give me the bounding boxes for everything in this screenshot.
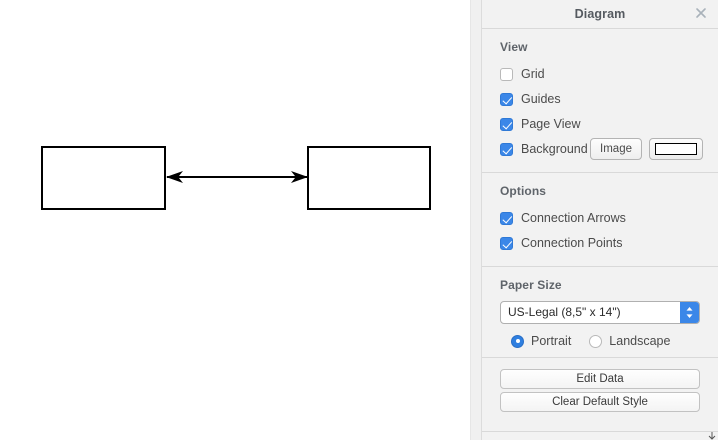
chevron-up-down-icon[interactable] bbox=[680, 302, 699, 323]
paper-size-section-title: Paper Size bbox=[500, 278, 562, 292]
checkbox-background[interactable] bbox=[500, 142, 513, 156]
divider-panel-bottom bbox=[482, 431, 718, 432]
panel-header: Diagram bbox=[482, 0, 718, 29]
close-icon[interactable] bbox=[694, 6, 708, 20]
panel-vertical-scrollbar[interactable] bbox=[470, 0, 482, 440]
radio-landscape-indicator[interactable] bbox=[589, 334, 603, 348]
background-color-swatch bbox=[655, 143, 697, 155]
orientation-radio-group: Portrait Landscape bbox=[500, 334, 700, 348]
checkbox-row-guides[interactable]: Guides bbox=[500, 88, 700, 110]
options-section: Options Connection Arrows Connection Poi… bbox=[482, 173, 718, 266]
radio-portrait-indicator[interactable] bbox=[511, 334, 524, 348]
diagram-canvas[interactable] bbox=[0, 0, 470, 440]
canvas-shape-rectangle-left[interactable] bbox=[41, 146, 166, 210]
checkbox-row-connection-points[interactable]: Connection Points bbox=[500, 232, 700, 254]
radio-landscape[interactable]: Landscape bbox=[589, 334, 670, 348]
checkbox-grid-label: Grid bbox=[521, 67, 545, 81]
options-section-title: Options bbox=[500, 184, 547, 198]
format-panel: Diagram View Grid Guides Page View bbox=[482, 0, 718, 440]
radio-landscape-label: Landscape bbox=[609, 334, 671, 348]
checkbox-page-view-label: Page View bbox=[521, 117, 581, 131]
checkbox-connection-points-label: Connection Points bbox=[521, 236, 623, 250]
edit-data-button[interactable]: Edit Data bbox=[500, 369, 700, 389]
actions-section: Edit Data Clear Default Style bbox=[482, 358, 718, 412]
background-image-button[interactable]: Image bbox=[590, 138, 642, 160]
radio-portrait-label: Portrait bbox=[531, 334, 572, 348]
view-section: View Grid Guides Page View Background Im… bbox=[482, 29, 718, 172]
checkbox-grid[interactable] bbox=[500, 67, 513, 81]
checkbox-connection-points[interactable] bbox=[500, 236, 513, 250]
checkbox-row-connection-arrows[interactable]: Connection Arrows bbox=[500, 207, 700, 229]
page-title: Diagram bbox=[574, 7, 626, 21]
paper-size-select-wrapper[interactable]: US-Legal (8,5" x 14") bbox=[500, 301, 700, 324]
divider-options-paper bbox=[482, 266, 718, 267]
view-section-title: View bbox=[500, 40, 528, 54]
canvas-shape-rectangle-right[interactable] bbox=[307, 146, 431, 210]
checkbox-guides[interactable] bbox=[500, 92, 513, 106]
checkbox-background-label: Background bbox=[521, 142, 588, 156]
double-arrow-connector[interactable] bbox=[160, 163, 314, 191]
checkbox-page-view[interactable] bbox=[500, 117, 513, 131]
paper-size-select[interactable]: US-Legal (8,5" x 14") bbox=[500, 301, 700, 324]
background-color-button[interactable] bbox=[649, 138, 703, 160]
paper-size-section: Paper Size US-Legal (8,5" x 14") Portrai… bbox=[482, 267, 718, 357]
checkbox-row-background[interactable]: Background Image bbox=[500, 138, 703, 160]
divider-view-options bbox=[482, 172, 718, 173]
checkbox-row-page-view[interactable]: Page View bbox=[500, 113, 700, 135]
clear-default-style-button[interactable]: Clear Default Style bbox=[500, 392, 700, 412]
checkbox-guides-label: Guides bbox=[521, 92, 561, 106]
divider-paper-actions bbox=[482, 357, 718, 358]
radio-portrait[interactable]: Portrait bbox=[511, 334, 571, 348]
checkbox-connection-arrows-label: Connection Arrows bbox=[521, 211, 626, 225]
checkbox-row-grid[interactable]: Grid bbox=[500, 63, 700, 85]
checkbox-connection-arrows[interactable] bbox=[500, 211, 513, 225]
resize-grip-icon[interactable] bbox=[707, 431, 717, 440]
